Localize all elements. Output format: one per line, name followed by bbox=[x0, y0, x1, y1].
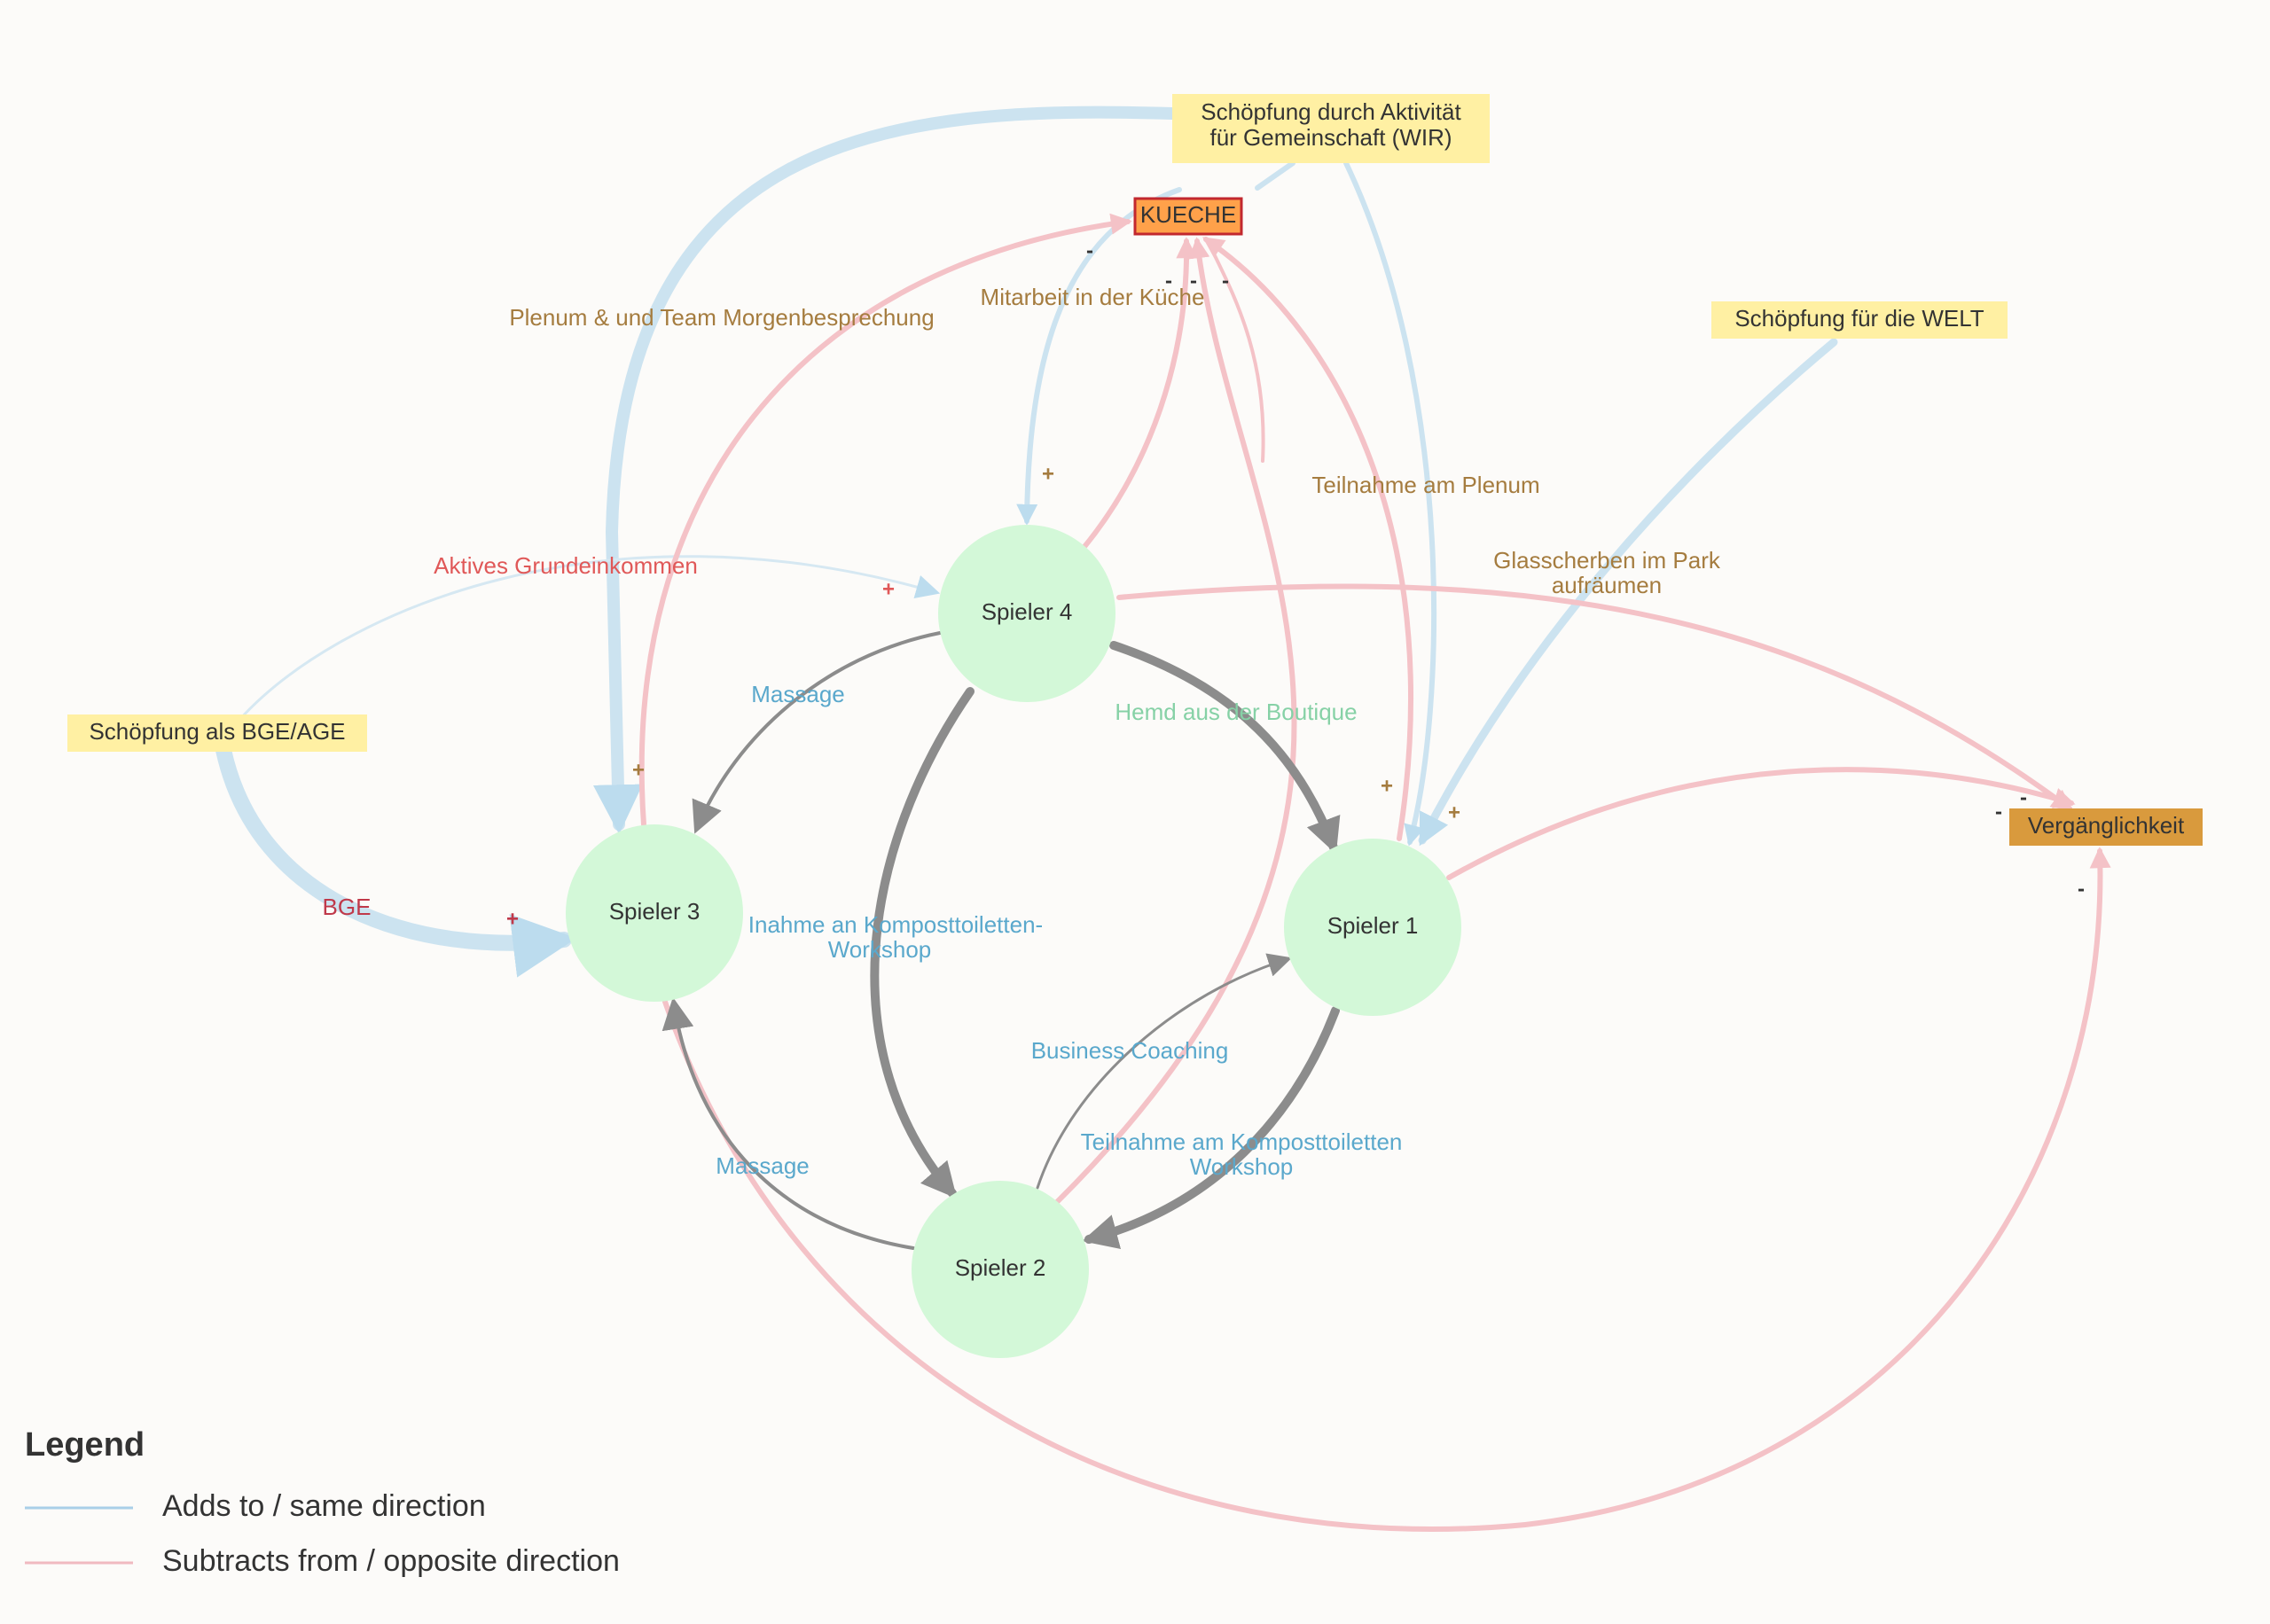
edge-wir-to-spieler3 bbox=[592, 105, 1178, 835]
edge-labels: Plenum & und Team Morgenbesprechung Mita… bbox=[323, 284, 1721, 1180]
sign-plus-aktives: + bbox=[882, 577, 895, 601]
label-kompost-right-1: Teilnahme am Komposttoiletten bbox=[1081, 1128, 1403, 1155]
sign-plus-glasscherben: + bbox=[1448, 800, 1460, 824]
negative-edges bbox=[638, 213, 2111, 1533]
sign-plus-teilnahme: + bbox=[1381, 774, 1393, 798]
node-spieler4[interactable]: Spieler 4 bbox=[938, 525, 1115, 702]
label-glasscherben-1: Glasscherben im Park bbox=[1493, 547, 1721, 574]
box-welt-label: Schöpfung für die WELT bbox=[1734, 305, 1984, 332]
edge-wir-dotted bbox=[1255, 160, 1295, 191]
label-kompost-left-1: Inahme an Komposttoiletten- bbox=[748, 911, 1043, 938]
box-vergaenglichkeit-label: Vergänglichkeit bbox=[2028, 812, 2185, 839]
box-wir: Schöpfung durch Aktivität für Gemeinscha… bbox=[1172, 94, 1490, 163]
edge-wir-to-spieler1 bbox=[1343, 160, 1437, 847]
edge-bge-to-spieler3 bbox=[215, 742, 577, 978]
edge-spieler4-to-spieler2 bbox=[870, 687, 975, 1199]
edge-spieler4-to-kueche bbox=[1081, 237, 1198, 550]
node-spieler1[interactable]: Spieler 1 bbox=[1284, 839, 1461, 1016]
box-vergaenglichkeit: Vergänglichkeit bbox=[2009, 808, 2203, 846]
label-bge: BGE bbox=[323, 894, 372, 920]
box-kueche: KUECHE bbox=[1133, 197, 1243, 236]
polarity-signs: + + + + + + - - - - - - - bbox=[506, 238, 2085, 931]
edge-spieler2-to-kueche-inner bbox=[1206, 239, 1265, 463]
label-business-coaching: Business Coaching bbox=[1031, 1037, 1229, 1064]
box-kueche-label: KUECHE bbox=[1140, 201, 1236, 228]
edge-spieler1-to-vergaenglichkeit bbox=[1446, 767, 2076, 880]
node-spieler3[interactable]: Spieler 3 bbox=[566, 824, 743, 1002]
legend-adds-text: Adds to / same direction bbox=[162, 1489, 486, 1523]
sign-plus-plenum: + bbox=[632, 758, 645, 782]
legend-title: Legend bbox=[25, 1426, 145, 1464]
legend: Legend Adds to / same direction Subtract… bbox=[25, 1426, 620, 1578]
label-massage-top: Massage bbox=[751, 681, 845, 707]
edge-spieler1-to-spieler2 bbox=[1082, 1006, 1340, 1250]
edge-spieler1-to-kueche bbox=[1202, 237, 1414, 841]
sign-minus-kueche-4: - bbox=[1222, 269, 1229, 293]
box-wir-line1: Schöpfung durch Aktivität bbox=[1201, 98, 1461, 125]
label-aktives-grundeinkommen: Aktives Grundeinkommen bbox=[434, 552, 698, 579]
edge-spieler2-to-spieler1 bbox=[1036, 953, 1293, 1190]
sign-plus-kueche-spieler4: + bbox=[1042, 462, 1054, 486]
node-spieler4-label: Spieler 4 bbox=[982, 598, 1073, 625]
sign-minus-kueche-3: - bbox=[1190, 269, 1197, 293]
label-plenum-team: Plenum & und Team Morgenbesprechung bbox=[509, 304, 934, 331]
node-spieler2[interactable]: Spieler 2 bbox=[912, 1181, 1089, 1358]
edge-spieler2-to-spieler3 bbox=[661, 996, 915, 1250]
flow-edges bbox=[661, 631, 1341, 1250]
node-spieler3-label: Spieler 3 bbox=[609, 898, 701, 925]
label-teilnahme-plenum: Teilnahme am Plenum bbox=[1311, 472, 1539, 498]
edge-bge-to-spieler4 bbox=[238, 555, 941, 722]
sign-plus-bge: + bbox=[506, 907, 519, 931]
node-spieler1-label: Spieler 1 bbox=[1327, 912, 1419, 939]
edge-spieler4-to-vergaenglichkeit bbox=[1116, 583, 2073, 811]
edge-spieler3-to-vergaenglichkeit bbox=[662, 847, 2111, 1533]
label-kompost-left-2: Workshop bbox=[828, 936, 932, 963]
sign-minus-kueche-2: - bbox=[1165, 269, 1172, 293]
edge-spieler4-to-spieler3 bbox=[692, 631, 942, 834]
box-bge-age-label: Schöpfung als BGE/AGE bbox=[89, 718, 345, 745]
legend-subtracts-text: Subtracts from / opposite direction bbox=[162, 1544, 620, 1578]
edge-spieler2-to-kueche bbox=[1054, 237, 1297, 1205]
label-mitarbeit-kueche: Mitarbeit in der Küche bbox=[981, 284, 1205, 310]
sign-minus-kueche-1: - bbox=[1086, 238, 1093, 262]
sign-minus-vergaenglichkeit-2: - bbox=[1995, 800, 2002, 824]
box-bge-age: Schöpfung als BGE/AGE bbox=[67, 714, 367, 752]
edge-spieler4-to-spieler1 bbox=[1109, 641, 1341, 855]
label-kompost-right-2: Workshop bbox=[1190, 1153, 1294, 1180]
label-glasscherben-2: aufräumen bbox=[1552, 572, 1662, 598]
label-massage-bottom: Massage bbox=[716, 1152, 810, 1179]
edge-spieler3-to-kueche bbox=[638, 213, 1132, 827]
box-welt: Schöpfung für die WELT bbox=[1711, 301, 2008, 339]
box-wir-line2: für Gemeinschaft (WIR) bbox=[1209, 124, 1452, 151]
edge-welt-to-spieler1 bbox=[1418, 338, 1838, 847]
sign-minus-vergaenglichkeit-3: - bbox=[2078, 877, 2085, 901]
sign-minus-vergaenglichkeit-1: - bbox=[2020, 785, 2027, 809]
label-hemd: Hemd aus der Boutique bbox=[1115, 699, 1357, 725]
node-spieler2-label: Spieler 2 bbox=[955, 1254, 1046, 1281]
